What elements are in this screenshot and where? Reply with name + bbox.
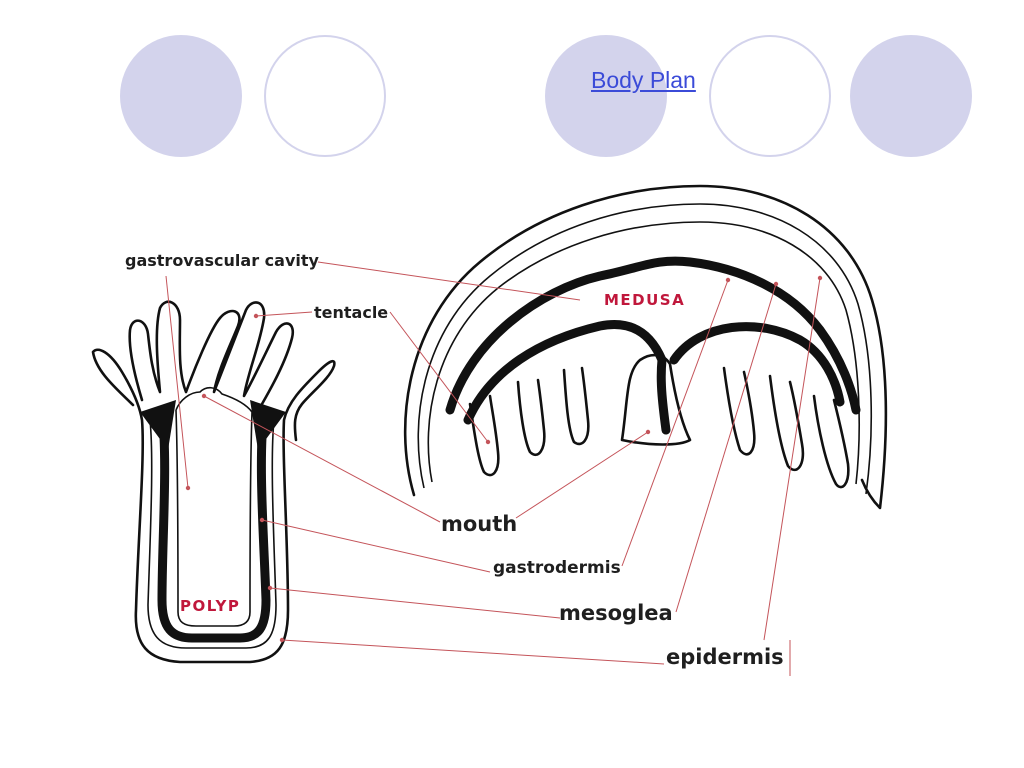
leader-mesoglea-polyp bbox=[269, 587, 561, 619]
leader-tentacle-medusa bbox=[389, 311, 489, 443]
decor-circle-3 bbox=[545, 35, 667, 157]
polyp-figure bbox=[91, 300, 336, 664]
leader-mouth-medusa bbox=[515, 431, 649, 519]
decor-circle-5 bbox=[850, 35, 972, 157]
leader-epidermis-polyp bbox=[281, 639, 665, 665]
leader-gastrodermis-polyp bbox=[261, 519, 491, 573]
leader-mouth-polyp bbox=[203, 395, 441, 523]
medusa-bell-layer-3 bbox=[427, 221, 860, 485]
leader-lines bbox=[165, 261, 821, 676]
label-epidermis: epidermis bbox=[666, 645, 784, 669]
medusa-tentacles bbox=[468, 366, 850, 489]
leader-epidermis-medusa bbox=[763, 277, 821, 641]
polyp-gastrodermis bbox=[157, 407, 271, 643]
label-polyp: POLYP bbox=[180, 597, 240, 615]
polyp-outer-wall bbox=[91, 348, 336, 664]
medusa-manubrium bbox=[620, 353, 692, 446]
leader-gvc-medusa bbox=[317, 261, 581, 301]
label-mouth: mouth bbox=[441, 512, 517, 536]
decor-circle-1 bbox=[120, 35, 242, 157]
leader-mesoglea-medusa bbox=[675, 283, 777, 613]
leader-gastrodermis-medusa bbox=[621, 279, 729, 567]
label-gastrodermis: gastrodermis bbox=[493, 558, 621, 578]
label-mesoglea: mesoglea bbox=[559, 601, 673, 625]
medusa-gastrodermis-upper bbox=[445, 256, 861, 415]
medusa-outer-bell bbox=[403, 184, 888, 510]
polyp-mesoglea-line bbox=[147, 419, 277, 649]
medusa-figure bbox=[403, 184, 888, 510]
body-plan-link[interactable]: Body Plan bbox=[591, 67, 696, 93]
leader-tentacle-polyp bbox=[255, 311, 313, 317]
leader-dots bbox=[185, 275, 823, 643]
label-gastrovascular-cavity: gastrovascular cavity bbox=[125, 251, 320, 270]
medusa-bell-layer-2 bbox=[417, 203, 873, 495]
polyp-tentacles bbox=[128, 300, 295, 406]
decor-circle-2 bbox=[264, 35, 386, 157]
decor-circle-4 bbox=[709, 35, 831, 157]
medusa-gastrodermis-right bbox=[669, 322, 845, 407]
polyp-cavity-outline bbox=[175, 386, 253, 627]
medusa-gastrodermis-lower bbox=[463, 320, 671, 435]
label-medusa: MEDUSA bbox=[604, 291, 685, 309]
label-tentacle: tentacle bbox=[314, 303, 388, 322]
leader-gvc-polyp bbox=[165, 275, 189, 489]
polyp-shoulder-left bbox=[140, 400, 176, 450]
polyp-shoulder-right bbox=[250, 400, 286, 450]
